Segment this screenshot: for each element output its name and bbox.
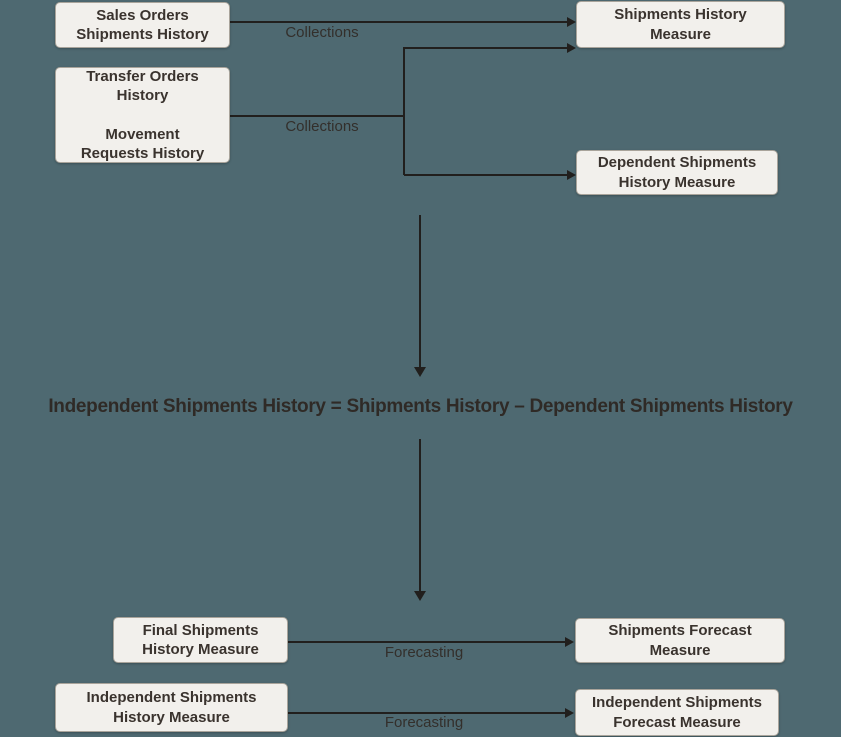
- forecasting-label-bottom: Forecasting: [384, 714, 464, 731]
- independent-shipments-forecast-measure-box: Independent Shipments Forecast Measure: [575, 689, 779, 736]
- final-shipments-history-measure-label: Final Shipments History Measure: [142, 621, 259, 658]
- sales-orders-shipments-history-label: Sales Orders Shipments History: [76, 6, 209, 43]
- forecasting-label-top: Forecasting: [384, 644, 464, 661]
- arrowhead-branch-to-shipments-measure: [567, 43, 576, 53]
- independent-shipments-history-measure-label: Independent Shipments History Measure: [86, 689, 257, 726]
- arrowhead-branch-to-dependent-measure: [567, 170, 576, 180]
- equation-text: Independent Shipments History = Shipment…: [48, 396, 793, 417]
- shipments-forecast-measure-label: Shipments Forecast Measure: [608, 622, 752, 659]
- shipments-history-measure-label: Shipments History Measure: [614, 6, 747, 43]
- dependent-shipments-history-measure-box: Dependent Shipments History Measure: [576, 150, 778, 195]
- arrowhead-down-from-equation: [414, 591, 426, 601]
- arrowhead-sales-to-shipments-measure: [567, 17, 576, 27]
- final-shipments-history-measure-box: Final Shipments History Measure: [113, 617, 288, 663]
- collections-label-top: Collections: [285, 24, 359, 41]
- collections-label-middle: Collections: [285, 118, 359, 135]
- shipments-history-measure-box: Shipments History Measure: [576, 1, 785, 48]
- independent-shipments-forecast-measure-label: Independent Shipments Forecast Measure: [591, 694, 762, 731]
- shipments-forecast-measure-box: Shipments Forecast Measure: [575, 618, 785, 663]
- arrowhead-independent-to-forecast: [565, 708, 574, 718]
- transfer-orders-movement-requests-box: Transfer Orders History Movement Request…: [55, 67, 230, 163]
- arrowhead-final-to-forecast: [565, 637, 574, 647]
- dependent-shipments-history-measure-label: Dependent Shipments History Measure: [597, 154, 757, 191]
- independent-shipments-history-measure-box: Independent Shipments History Measure: [55, 683, 288, 732]
- arrowhead-down-to-equation: [414, 367, 426, 377]
- sales-orders-shipments-history-box: Sales Orders Shipments History: [55, 2, 230, 48]
- transfer-orders-movement-requests-label: Transfer Orders History Movement Request…: [80, 68, 205, 162]
